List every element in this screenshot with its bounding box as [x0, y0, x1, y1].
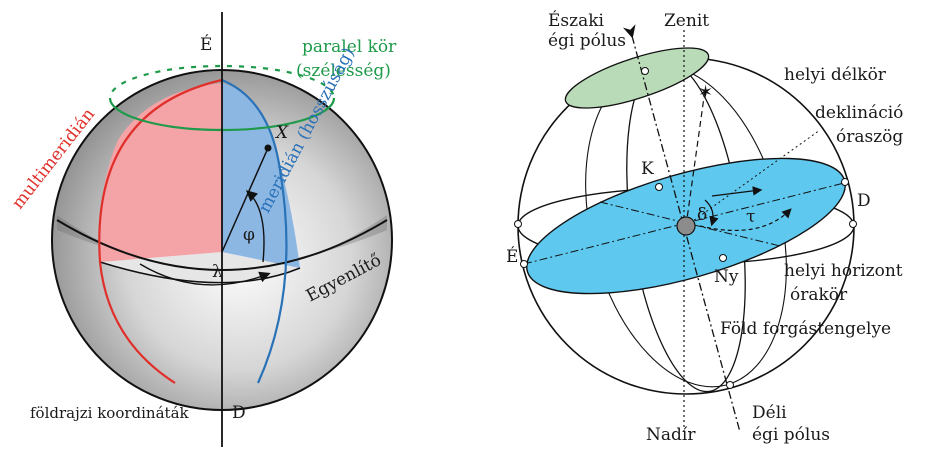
left-diagram: É D paralel kör (szélesség) X meridián (…	[8, 12, 397, 447]
north-celestial-pole-marker	[641, 67, 649, 75]
star-icon: ✶	[698, 82, 713, 102]
point-x	[264, 144, 272, 152]
radius-to-x	[221, 147, 269, 253]
prime-meridian-wedge	[99, 83, 222, 262]
north-pole-line1: Északi	[548, 10, 605, 31]
parallel-label-line2: (szélesség)	[296, 61, 391, 81]
d-label: D	[857, 191, 871, 211]
e-label: É	[506, 246, 518, 267]
nadir-label: Nadír	[646, 425, 696, 445]
hour-circle-label: órakör	[790, 285, 848, 305]
lambda-arc	[139, 263, 271, 286]
right-diagram: ✶ Északi égi pólus Zenit helyi délkör de…	[506, 10, 903, 445]
ny-marker	[719, 254, 727, 262]
south-pole-line1: Déli	[752, 403, 787, 423]
south-pole-label: D	[232, 403, 246, 423]
delta-label: δ	[697, 205, 707, 225]
star-parallel	[564, 47, 710, 109]
tau-arrow	[699, 208, 792, 232]
south-pole-line2: égi pólus	[752, 425, 830, 445]
local-horizon-label: helyi horizont	[784, 261, 903, 281]
north-pole-line2: égi pólus	[548, 31, 626, 51]
lambda-symbol: λ	[212, 262, 223, 282]
k-marker	[655, 183, 663, 191]
declination-label: deklináció	[815, 103, 903, 123]
ny-label: Ny	[714, 267, 739, 287]
meridian-line	[221, 78, 288, 384]
prime-meridian-line	[98, 78, 223, 384]
east-marker	[514, 220, 522, 228]
earth-center	[676, 216, 696, 236]
parallel-label-line1: paralel kör	[302, 37, 397, 57]
e-marker	[520, 260, 528, 268]
star-direction	[685, 89, 706, 227]
phi-arc	[245, 190, 265, 263]
south-celestial-pole-marker	[726, 381, 734, 389]
north-pole-label: É	[200, 34, 212, 55]
left-caption: földrajzi koordináták	[30, 404, 190, 422]
earth-axis-label: Föld forgástengelye	[720, 319, 891, 339]
k-label: K	[641, 159, 654, 179]
west-marker	[849, 220, 857, 228]
point-x-label: X	[274, 123, 289, 143]
hour-angle-label: óraszög	[836, 127, 903, 147]
delta-arrow	[704, 199, 719, 227]
local-meridian-label: helyi délkör	[784, 65, 887, 85]
zenith-label: Zenit	[664, 11, 709, 31]
d-marker	[841, 178, 849, 186]
phi-symbol: φ	[243, 225, 255, 245]
earth-rotation-axis	[622, 24, 741, 433]
tau-label: τ	[746, 207, 755, 227]
